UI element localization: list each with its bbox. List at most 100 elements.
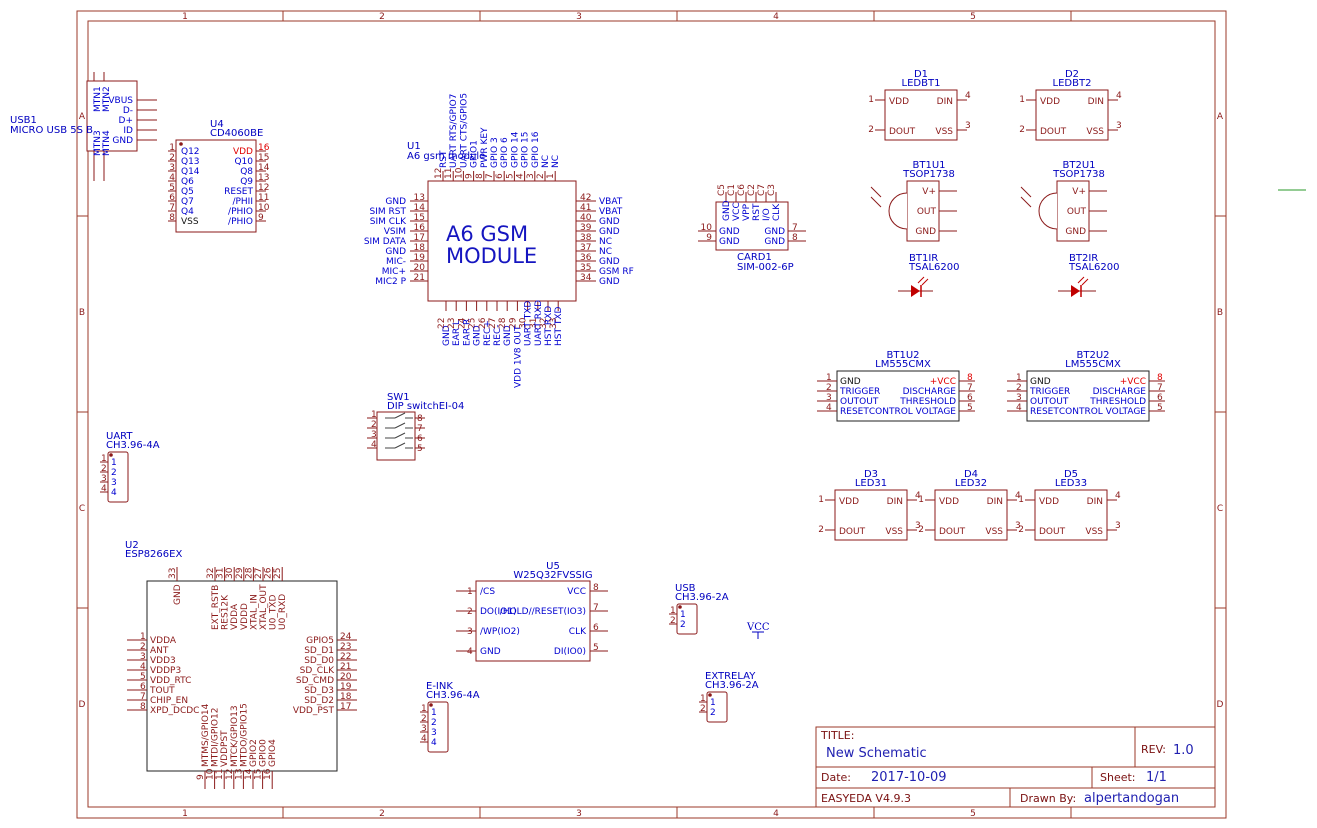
bt2u2-pin-discharge: DISCHARGE [1093,387,1147,397]
d3-pin-num-1: 1 [818,495,824,505]
d1-value: LEDBT1 [902,78,941,89]
d3-pin-vss: VSS [885,527,903,537]
u4-pin-q14: Q14 [181,167,200,177]
row-label-a-left: A [79,112,86,122]
sw1-pin-num-2: 2 [371,420,377,430]
u1-pin-label-right-34: GND [599,277,620,287]
uart-pin-label-3: 3 [111,478,117,488]
bt1u2-pin--vcc: +VCC [930,377,956,387]
tool-version: EASYEDA V4.9.3 [821,792,911,805]
u1-pin-num-35: 35 [580,263,591,273]
usb1-pin-gnd: GND [112,136,133,146]
u2-esp8266ex[interactable]: U2 ESP8266EX 33GND32EXT_RSTB31RES12K30VD… [125,540,357,789]
eink-pin-label-2: 2 [431,718,437,728]
usb1-connector[interactable]: USB1 MICRO USB 5S B VBUS D- D+ ID GND MT… [10,72,157,181]
usb1-pin-dplus: D+ [119,116,133,126]
d2-pin-num-4: 4 [1116,91,1122,101]
sw1-ref: SW1 [387,392,410,403]
row-label-d-left: D [79,700,86,710]
extrelay-pin-label-2: 2 [710,708,716,718]
bt1u1-pin-out: OUT [917,207,937,217]
u2-pin-num-8: 8 [140,702,146,712]
usb-pin-label-2: 2 [680,620,686,630]
u1-pin-num-28: 28 [498,317,508,329]
card1-pin-label-C6: VPP [742,203,752,221]
u1-pin-num-22: 22 [437,318,447,329]
u2-pin-num-26: 26 [264,567,274,579]
uart-value: CH3.96-4A [106,440,160,451]
sw1-pin-num-8: 8 [417,414,423,424]
u1-pin-label-bottom-26: REC+ [483,320,493,346]
bt1ir-led[interactable]: BT1IR TSAL6200 [898,253,960,297]
row-label-a-right: A [1217,112,1224,122]
sw1-pin-num-6: 6 [417,434,423,444]
drawn-by-label: Drawn By: [1020,792,1076,805]
uart-pin-num-4: 4 [101,484,107,494]
u4-pin-phii: /PHII [232,197,253,207]
extrelay-pin-label-1: 1 [710,698,716,708]
u1-pin-label-left-17: SIM DATA [364,237,407,247]
bt2u2-pin-trigger: TRIGGER [1029,387,1070,397]
u2-pin-num-6: 6 [140,682,146,692]
usb1-value: MICRO USB 5S B [10,125,93,136]
vcc-power-symbol[interactable]: VCC [746,622,770,639]
usb1-pin-vbus: VBUS [108,96,133,106]
u1-pin-num-2: 2 [536,173,546,179]
u2-pin-label-28: XTAL_IN [249,594,259,630]
u1-pin-num-26: 26 [478,317,488,329]
bt1u2-pin-outout: OUTOUT [840,397,879,407]
u1-pin-num-21: 21 [414,273,425,283]
title-block: TITLE: New Schematic REV: 1.0 Date: 2017… [815,726,1216,808]
u2-pin-num-4: 4 [140,662,146,672]
u5-pin-num-4: 4 [467,647,473,657]
sw1-pin-num-4: 4 [371,440,377,450]
u2-pin-num-23: 23 [340,642,351,652]
u4-pin-num-1: 1 [169,143,175,153]
u1-pin-num-7: 7 [485,173,495,179]
date-label: Date: [821,771,851,784]
d3-ref: D3 [864,469,878,480]
card1-pin-num-C3: C3 [767,184,777,196]
bt1u2-ref: BT1U2 [886,350,919,361]
usb1-mtn4: MTN4 [102,130,112,156]
card1-pin-label-C3: CLK [772,203,782,221]
card1-pin-num-10: 10 [701,223,713,233]
u2-pin-num-5: 5 [140,672,146,682]
bt2u2-pin-num-5: 5 [1157,403,1163,413]
u2-pin-label-33: GND [173,584,183,605]
u4-pin-num-3: 3 [169,163,175,173]
u1-pin-label-bottom-33: HST TXD [554,306,564,346]
sw1-pin-num-7: 7 [417,424,423,434]
bt2u2-pin-num-6: 6 [1157,393,1163,403]
d5-pin-vss: VSS [1085,527,1103,537]
bt1u2-pin-num-2: 2 [826,383,832,393]
rev-label: REV: [1141,743,1166,756]
u2-pin-label-29: VDDD [240,603,250,630]
card1-sim-socket[interactable]: CARD1 SIM-002-6P C5GNDC1VCCC6VPPC2RSTC7I… [698,184,806,273]
u1-a6-gsm-module[interactable]: U1 A6 gsm module A6 GSM MODULE 12RST11UA… [364,93,634,388]
d2-pin-num-3: 3 [1116,121,1122,131]
col-label-2-top: 2 [379,12,385,22]
bt2u2-pin-num-7: 7 [1157,383,1163,393]
vcc-label: VCC [746,622,770,633]
u1-pin-num-6: 6 [495,173,505,179]
card1-pin-label-C2: RST [752,203,762,221]
bt2ir-led[interactable]: BT2IR TSAL6200 [1058,253,1120,297]
u4-pin-q8: Q8 [240,167,253,177]
